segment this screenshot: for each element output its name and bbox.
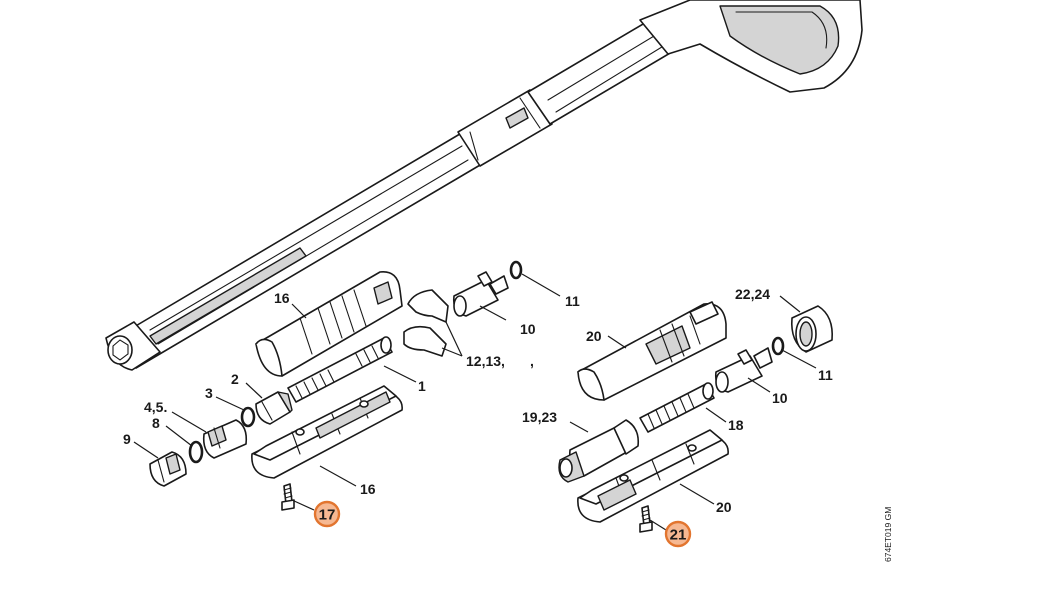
label-part-20-top: 20 [586,328,602,344]
label-part-19-23: 19,23 [522,409,557,425]
label-part-1: 1 [418,378,426,394]
part-21-screw [639,505,653,533]
right-assembly [558,301,834,533]
label-part-10-right: 10 [772,390,788,406]
left-assembly [149,260,523,511]
label-part-2: 2 [231,371,239,387]
part-11-o-ring-left [509,260,523,280]
part-10-fitting-left [452,271,509,317]
part-12-13-clips [403,289,449,357]
part-10-fitting-right [714,347,773,393]
spray-lance [105,0,863,371]
part-3-o-ring [240,406,256,428]
label-part-16-bottom: 16 [360,481,376,497]
part-labels: 16 10 11 12,13, , 2 1 3 4,5. 8 9 16 20 2… [123,286,833,515]
label-part-4-5: 4,5. [144,399,167,415]
label-part-11-left: 11 [565,293,580,309]
part-11-o-ring-right [771,336,785,356]
part-1-threaded-tube [287,336,393,403]
part-20-upper-shell [577,301,727,401]
part-18-threaded-tube [639,382,715,433]
part-8-o-ring [188,440,204,464]
label-part-12-13: 12,13, [466,353,505,369]
leader-lines [133,273,817,531]
label-part-3: 3 [205,385,213,401]
callout-part-17: 17 [319,507,336,524]
label-part-18: 18 [728,417,744,433]
callout-part-21: 21 [670,527,687,544]
label-part-9: 9 [123,431,131,447]
label-part-16-top: 16 [274,290,290,306]
part-4-5-nozzle [202,419,248,459]
label-part-11-right: 11 [818,367,833,383]
label-part-8: 8 [152,415,160,431]
part-9-nozzle-cap [149,451,187,487]
part-22-24-cap [790,305,834,353]
drawing-code: 674ET019 GM [883,507,893,562]
highlight-callout-21[interactable]: 21 [664,520,692,548]
highlight-callout-17[interactable]: 17 [313,500,341,528]
part-16-lower-shell [251,385,403,479]
label-part-10-left: 10 [520,321,536,337]
part-19-23-nozzle-body [558,419,640,483]
part-16-upper-shell [255,271,403,377]
label-part-20-bottom: 20 [716,499,732,515]
part-2-adapter [255,391,293,425]
part-17-screw [281,483,295,511]
label-part-12-13-extra: , [530,353,534,369]
label-part-22-24: 22,24 [735,286,770,302]
part-20-lower-shell [577,429,729,523]
